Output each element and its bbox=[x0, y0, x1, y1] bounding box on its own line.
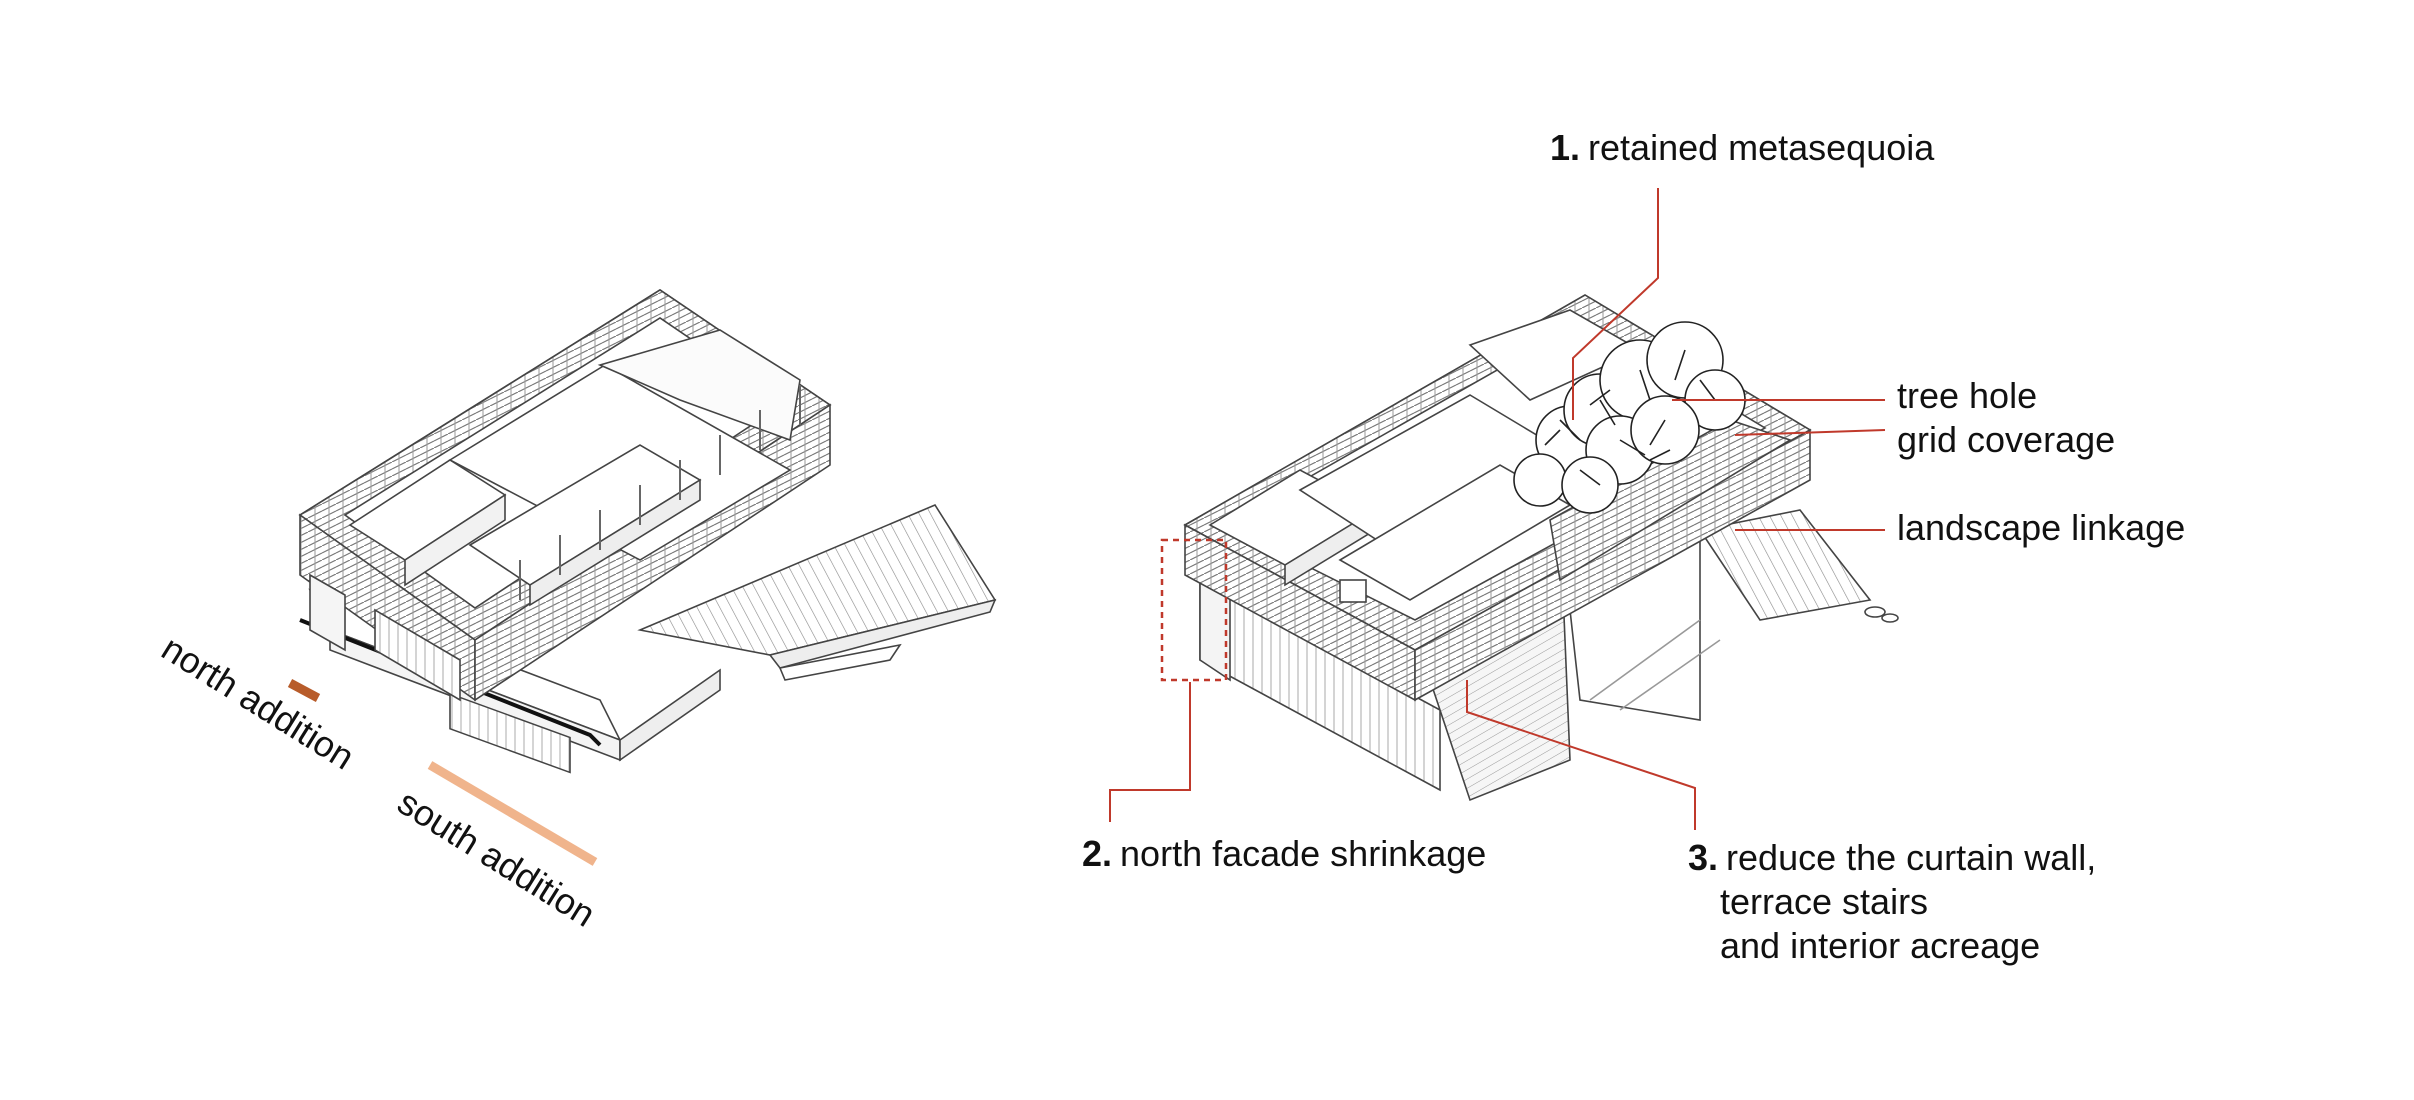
leader-lines bbox=[1109, 188, 1886, 830]
leader-line-grid-coverage bbox=[1734, 429, 1886, 436]
callout-3-line1: reduce the curtain wall, bbox=[1726, 837, 2097, 878]
callout-1-number: 1. bbox=[1550, 127, 1581, 168]
callout-1-retained-metasequoia: 1.retained metasequoia bbox=[1550, 126, 1934, 170]
north-facade-dashed-box bbox=[1160, 538, 1228, 682]
leader-line-2 bbox=[1109, 682, 1191, 822]
callout-3-line3: and interior acreage bbox=[1720, 925, 2041, 966]
tree-hole-label: tree hole bbox=[1897, 375, 2038, 416]
callout-1-text: retained metasequoia bbox=[1588, 127, 1935, 168]
metasequoia-tree bbox=[1513, 321, 1746, 514]
callout-3-number: 3. bbox=[1688, 837, 1719, 878]
leader-line-3 bbox=[1466, 680, 1696, 830]
right-building-axonometric bbox=[1183, 294, 1899, 802]
landscape-linkage-label: landscape linkage bbox=[1897, 507, 2186, 548]
callout-3-reduce-curtain-wall: 3.reduce the curtain wall, terrace stair… bbox=[1688, 836, 2208, 968]
grid-coverage-label: grid coverage bbox=[1897, 419, 2116, 460]
callout-2-text: north facade shrinkage bbox=[1120, 833, 1487, 874]
callout-2-north-facade-shrinkage: 2.north facade shrinkage bbox=[1082, 832, 1486, 876]
callout-3-line2: terrace stairs bbox=[1720, 881, 1929, 922]
callout-2-number: 2. bbox=[1082, 833, 1113, 874]
north-addition-bar bbox=[287, 679, 321, 702]
left-building-axonometric bbox=[298, 289, 997, 774]
right-landscape-terraces bbox=[1698, 509, 1872, 621]
leader-line-1 bbox=[1572, 188, 1659, 420]
south-addition-bar bbox=[427, 761, 598, 866]
